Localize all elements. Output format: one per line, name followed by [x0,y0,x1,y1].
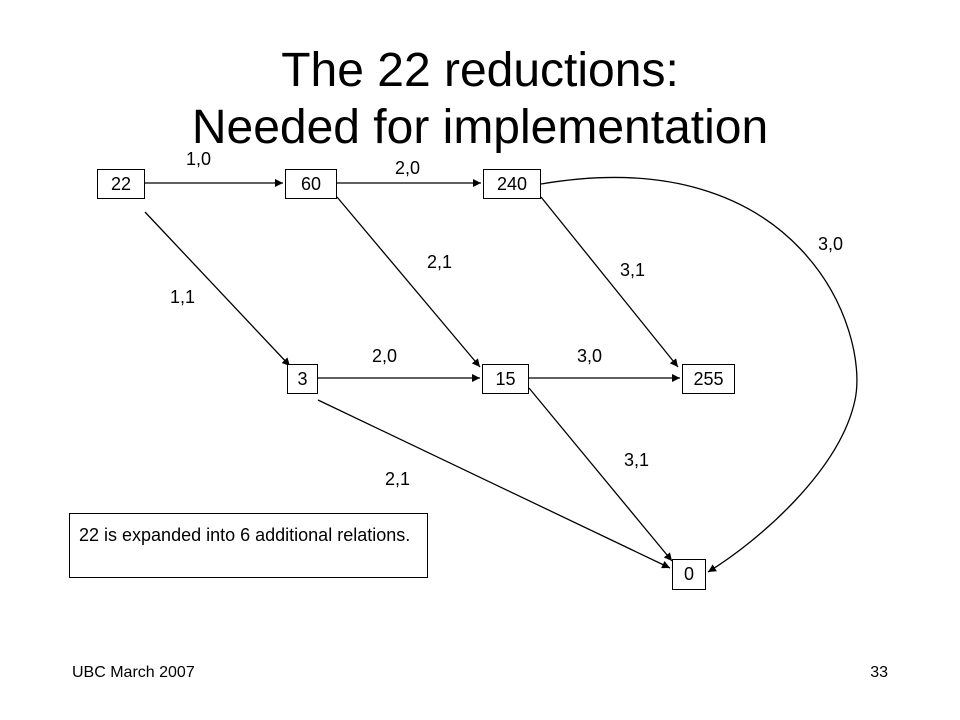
edge-label-15-0: 3,1 [624,450,650,470]
edge-label-3-15: 2,0 [372,346,398,366]
note-box: 22 is expanded into 6 additional relatio… [69,513,428,578]
edge-label-60-15: 2,1 [427,252,453,272]
slide-number: 33 [870,664,888,681]
edge-3-0 [317,399,671,569]
slide-title-line-2: Needed for implementation [191,101,769,154]
edge-15-0 [528,387,673,562]
edge-label-60-240: 2,0 [395,158,421,178]
edge-label-240-255: 3,1 [620,260,646,280]
footer-date: UBC March 2007 [72,664,195,681]
node-60: 60 [285,169,337,199]
slide-title-line-1: The 22 reductions: [281,44,679,97]
edge-label-3-0: 2,1 [385,469,411,489]
edge-label-240-0: 3,0 [818,234,844,254]
edge-label-15-255: 3,0 [577,346,603,366]
node-22: 22 [97,169,145,199]
edge-label-22-60: 1,0 [186,149,212,169]
node-240: 240 [483,169,541,199]
node-3: 3 [287,364,318,394]
edge-60-15 [336,196,481,368]
node-255: 255 [682,364,735,394]
edge-240-255 [540,196,679,368]
edge-22-3 [144,211,291,367]
edge-label-22-3: 1,1 [170,287,196,307]
node-0: 0 [672,559,706,590]
node-15: 15 [482,364,529,394]
edge-240-0 [540,177,858,573]
